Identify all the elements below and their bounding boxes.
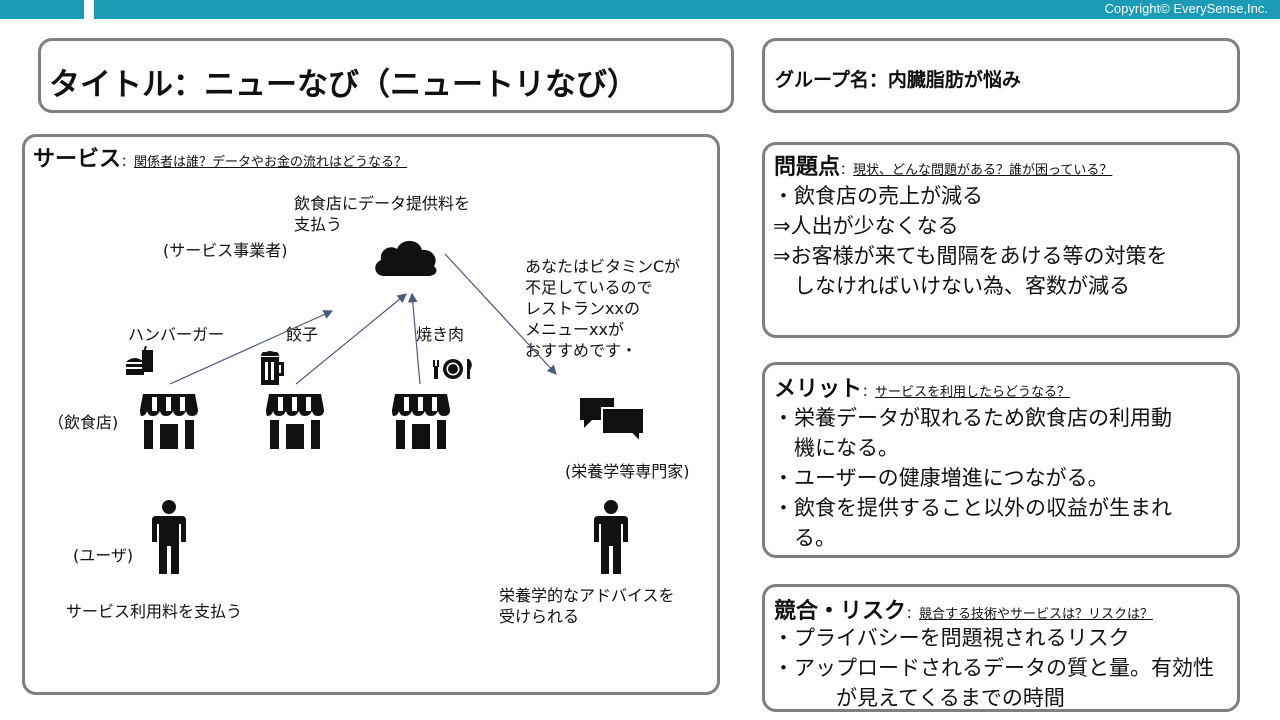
risk-question: 競合する技術やサービスは？リスクは？ xyxy=(919,607,1154,622)
merit-heading-title: メリット xyxy=(774,377,863,402)
risk-heading-colon: ： xyxy=(906,607,920,622)
title-box: タイトル：ニューなび（ニュートリなび） xyxy=(38,38,734,113)
merit-heading-colon: ： xyxy=(862,385,876,400)
list-item: ・アップロードされるデータの質と量。有効性 xyxy=(773,656,1214,680)
group-name: グループ名：内臓脂肪が悩み xyxy=(775,69,1021,91)
burger-icon xyxy=(126,346,153,375)
store-icon xyxy=(392,394,450,449)
problem-heading-title: 問題点 xyxy=(774,155,841,180)
problem-list: ・飲食店の売上が減る ⇒人出が少なくなる ⇒お客様が来ても間隔をあける等の対策を… xyxy=(773,181,1168,301)
service-heading-title: サービス xyxy=(33,147,122,172)
person-icon xyxy=(152,500,186,574)
restaurant-label: （飲食店) xyxy=(48,413,119,432)
merit-list: ・栄養データが取れるため飲食店の利用動 機になる。 ・ユーザーの健康増進につなが… xyxy=(773,403,1172,553)
user-pays-text: サービス利用料を支払う xyxy=(66,602,243,621)
list-item: が見えてくるまでの時間 xyxy=(773,686,1065,710)
list-item: ・プライバシーを問題視されるリスク xyxy=(773,626,1130,650)
advice-line-2: 受けられる xyxy=(499,607,580,626)
merit-question: サービスを利用したらどうなる？ xyxy=(875,385,1071,400)
advice-line-1: 栄養学的なアドバイスを xyxy=(499,586,675,605)
chat-icon xyxy=(580,398,644,444)
list-item: ・飲食店の売上が減る xyxy=(773,184,983,208)
food-gyoza-label: 餃子 xyxy=(286,325,319,344)
recommendation-line-4: メニューxxが xyxy=(525,320,624,339)
pay-data-fee-line-1: 飲食店にデータ提供料を xyxy=(294,194,471,213)
pay-data-fee-text: 飲食店にデータ提供料を 支払う xyxy=(294,193,470,235)
list-item: 機になる。 xyxy=(773,436,899,460)
recommendation-line-5: おすすめです・ xyxy=(525,341,638,360)
recommendation-line-1: あなたはビタミンCが xyxy=(525,257,681,276)
merit-box: メリット：サービスを利用したらどうなる？ ・栄養データが取れるため飲食店の利用動… xyxy=(762,362,1240,558)
problem-box: 問題点：現状、どんな問題がある？誰が困っている？ ・飲食店の売上が減る ⇒人出が… xyxy=(762,142,1240,338)
problem-heading-colon: ： xyxy=(840,163,854,178)
store-icon xyxy=(140,394,198,449)
advice-text: 栄養学的なアドバイスを 受けられる xyxy=(499,585,675,627)
list-item: ・飲食を提供すること以外の収益が生まれ xyxy=(773,496,1172,520)
store-icon xyxy=(266,394,324,449)
risk-box: 競合・リスク：競合する技術やサービスは？リスクは？ ・プライバシーを問題視される… xyxy=(762,584,1240,712)
list-item: ・ユーザーの健康増進につながる。 xyxy=(773,466,1109,490)
list-item: ⇒人出が少なくなる xyxy=(773,214,959,238)
cloud-icon xyxy=(375,240,437,276)
plate-icon xyxy=(433,359,472,379)
list-item: ・栄養データが取れるため飲食店の利用動 xyxy=(773,406,1172,430)
beer-icon xyxy=(261,351,284,385)
service-heading: サービス：関係者は誰？データやお金の流れはどうなる？ xyxy=(33,141,407,173)
top-bar: Copyright© EverySense,Inc. xyxy=(0,0,1280,19)
problem-heading: 問題点：現状、どんな問題がある？誰が困っている？ xyxy=(774,149,1112,181)
page-title: タイトル：ニューなび（ニュートリなび） xyxy=(49,67,638,103)
recommendation-line-2: 不足しているので xyxy=(525,278,653,297)
problem-question: 現状、どんな問題がある？誰が困っている？ xyxy=(853,163,1113,178)
group-box: グループ名：内臓脂肪が悩み xyxy=(762,38,1240,113)
food-yakiniku-label: 焼き肉 xyxy=(416,325,465,344)
list-item: ⇒お客様が来ても間隔をあける等の対策を xyxy=(773,244,1168,268)
nutritionist-label: (栄養学等専門家) xyxy=(565,462,690,481)
user-label: (ユーザ) xyxy=(73,546,134,565)
person-icon xyxy=(594,500,628,574)
service-question: 関係者は誰？データやお金の流れはどうなる？ xyxy=(134,155,408,170)
merit-heading: メリット：サービスを利用したらどうなる？ xyxy=(774,371,1070,403)
risk-heading: 競合・リスク：競合する技術やサービスは？リスクは？ xyxy=(774,593,1153,625)
food-hamburger-label: ハンバーガー xyxy=(128,325,225,344)
list-item: しなければいけない為、客数が減る xyxy=(773,274,1130,298)
list-item: る。 xyxy=(773,526,836,550)
risk-list: ・プライバシーを問題視されるリスク ・アップロードされるデータの質と量。有効性 … xyxy=(773,623,1214,713)
service-heading-colon: ： xyxy=(121,155,135,170)
recommendation-line-3: レストランxxの xyxy=(525,299,640,318)
top-bar-notch xyxy=(84,0,94,19)
recommendation-text: あなたはビタミンCが 不足しているので レストランxxの メニューxxが おすす… xyxy=(525,256,680,361)
pay-data-fee-line-2: 支払う xyxy=(294,215,343,234)
copyright-text: Copyright© EverySense,Inc. xyxy=(1104,1,1268,16)
operator-label: (サービス事業者) xyxy=(163,241,288,260)
risk-heading-title: 競合・リスク xyxy=(774,599,907,624)
